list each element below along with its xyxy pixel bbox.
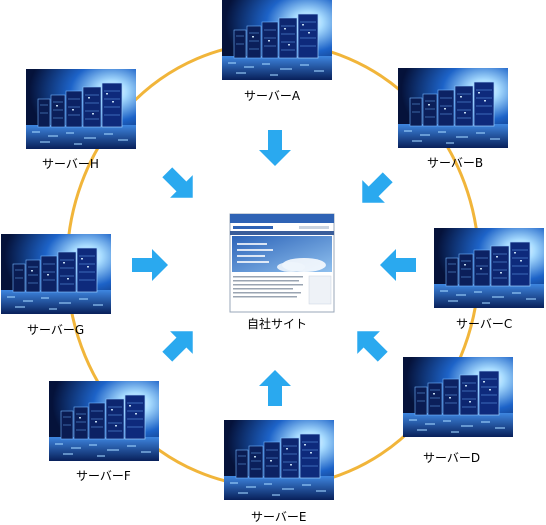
company-website-label: 自社サイト xyxy=(247,317,308,331)
server-g-label: サーバーG xyxy=(27,323,85,337)
server-e-label: サーバーE xyxy=(251,510,307,524)
server-racks-icon xyxy=(434,228,544,308)
server-h-label: サーバーH xyxy=(42,157,99,171)
arrow-from-server-d-icon xyxy=(350,324,390,364)
server-c-image xyxy=(434,228,544,308)
arrow-from-server-f-icon xyxy=(160,324,200,364)
arrow-from-server-a-icon xyxy=(255,128,295,168)
server-racks-icon xyxy=(49,381,159,461)
server-racks-icon xyxy=(1,234,111,314)
server-a-image xyxy=(222,0,332,80)
server-racks-icon xyxy=(26,69,136,149)
server-racks-icon xyxy=(222,0,332,80)
arrow-from-server-h-icon xyxy=(160,165,200,205)
server-d-label: サーバーD xyxy=(423,451,481,465)
arrow-from-server-b-icon xyxy=(355,170,395,210)
server-b-label: サーバーB xyxy=(427,156,484,170)
server-f-image xyxy=(49,381,159,461)
server-c-label: サーバーC xyxy=(456,317,513,331)
server-e-image xyxy=(224,420,334,500)
server-racks-icon xyxy=(403,357,513,437)
arrow-from-server-c-icon xyxy=(378,245,418,285)
server-g-image xyxy=(1,234,111,314)
company-website-node: 自社サイト xyxy=(229,213,335,331)
arrow-from-server-e-icon xyxy=(255,368,295,408)
website-screenshot-icon xyxy=(229,213,335,313)
server-a-label: サーバーA xyxy=(244,89,301,103)
server-f-label: サーバーF xyxy=(76,469,131,483)
server-racks-icon xyxy=(224,420,334,500)
server-b-image xyxy=(398,68,508,148)
server-d-image xyxy=(403,357,513,437)
server-racks-icon xyxy=(398,68,508,148)
server-h-image xyxy=(26,69,136,149)
arrow-from-server-g-icon xyxy=(130,245,170,285)
